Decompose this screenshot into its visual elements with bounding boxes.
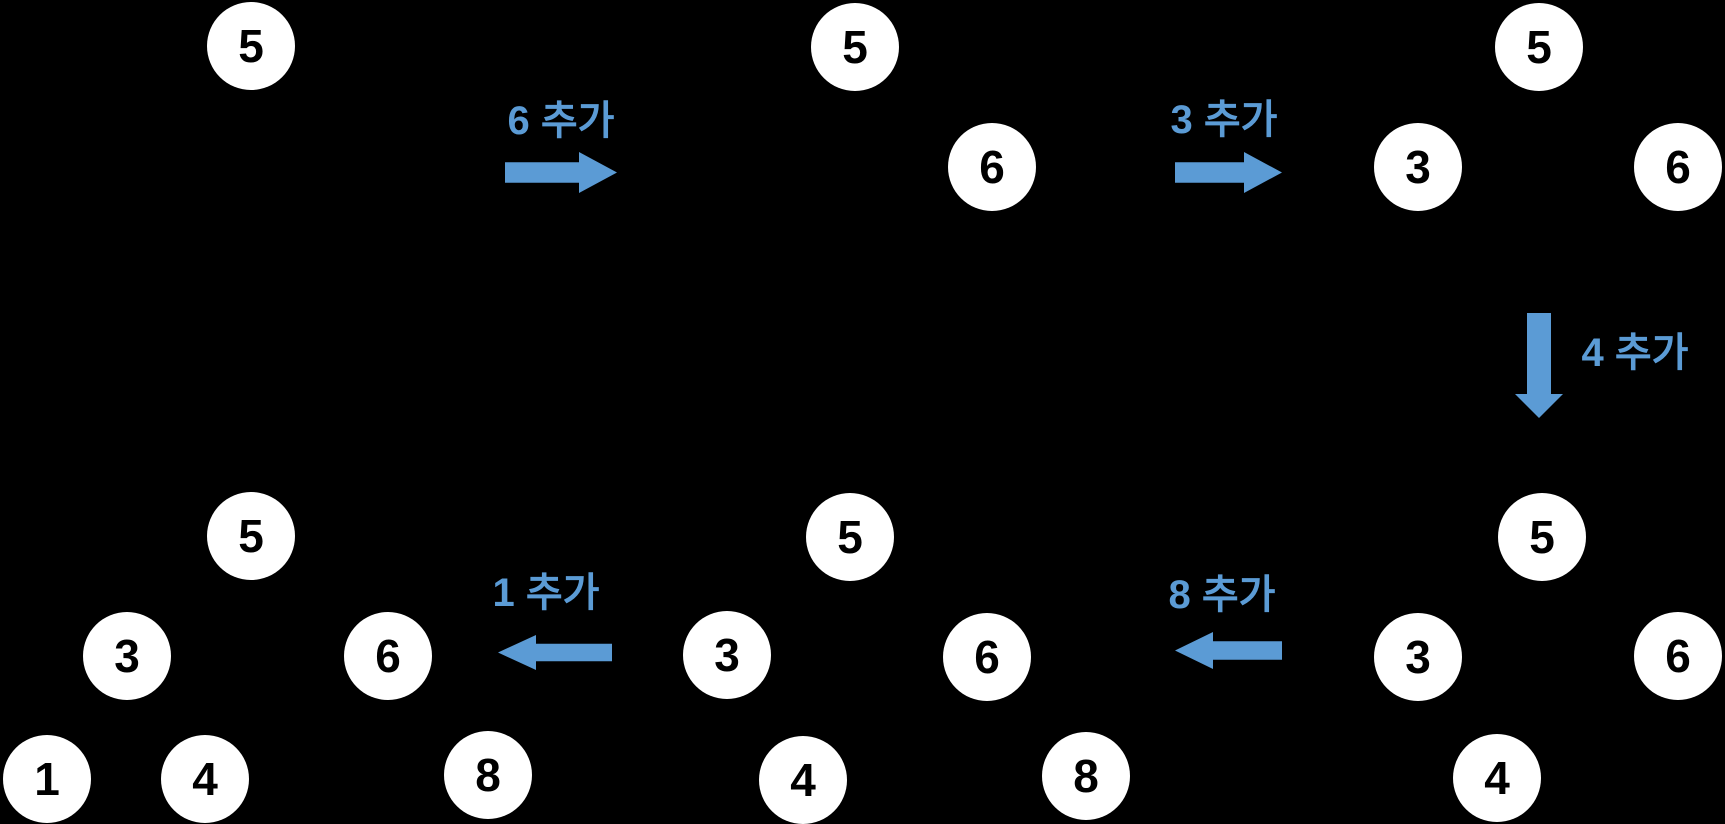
tree-node-value: 5: [1529, 511, 1555, 563]
tree-node: 1: [3, 735, 91, 823]
tree-node-value: 6: [1665, 630, 1691, 682]
tree-node: 6: [1634, 123, 1722, 211]
tree-node-value: 3: [1405, 141, 1431, 193]
left-block-arrow-icon: [1175, 632, 1282, 669]
down-block-arrow-icon: [1515, 313, 1563, 418]
tree-node-value: 6: [979, 141, 1005, 193]
tree-node: 6: [344, 612, 432, 700]
tree-node: 3: [1374, 613, 1462, 701]
tree-node-value: 5: [1526, 21, 1552, 73]
tree-node-value: 5: [837, 511, 863, 563]
tree-node: 5: [207, 2, 295, 90]
tree-node: 4: [759, 736, 847, 824]
insertion-step-label: 3 추가: [1170, 98, 1278, 142]
tree-node: 6: [943, 613, 1031, 701]
tree-node-value: 8: [1073, 750, 1099, 802]
tree-node: 3: [683, 611, 771, 699]
tree-node-value: 5: [842, 21, 868, 73]
insertion-step-label: 4 추가: [1581, 331, 1689, 375]
tree-node: 3: [1374, 123, 1462, 211]
tree-node: 5: [207, 492, 295, 580]
tree-node-value: 5: [238, 20, 264, 72]
tree-node: 5: [1498, 493, 1586, 581]
insertion-step-label: 1 추가: [492, 571, 600, 615]
tree-node: 5: [811, 3, 899, 91]
tree-node-value: 4: [790, 754, 816, 806]
tree-node-value: 5: [238, 510, 264, 562]
tree-node-value: 1: [34, 753, 60, 805]
insertion-step-label: 6 추가: [507, 99, 615, 143]
insertion-step-label: 8 추가: [1168, 573, 1276, 617]
tree-node: 4: [161, 735, 249, 823]
tree-node-value: 4: [192, 753, 218, 805]
tree-node-value: 6: [974, 631, 1000, 683]
left-block-arrow-icon: [498, 635, 612, 670]
right-block-arrow-icon: [505, 152, 617, 193]
tree-node: 4: [1453, 734, 1541, 822]
tree-node: 6: [1634, 612, 1722, 700]
tree-node-value: 3: [114, 630, 140, 682]
tree-node-value: 4: [1484, 752, 1510, 804]
tree-node-value: 3: [714, 629, 740, 681]
tree-node-value: 8: [475, 749, 501, 801]
tree-node-value: 6: [1665, 141, 1691, 193]
tree-node-value: 6: [375, 630, 401, 682]
tree-node-value: 3: [1405, 631, 1431, 683]
tree-node: 8: [1042, 732, 1130, 820]
tree-node: 5: [1495, 3, 1583, 91]
tree-node: 3: [83, 612, 171, 700]
tree-node: 6: [948, 123, 1036, 211]
tree-node: 5: [806, 493, 894, 581]
right-block-arrow-icon: [1175, 152, 1282, 193]
tree-node: 8: [444, 731, 532, 819]
